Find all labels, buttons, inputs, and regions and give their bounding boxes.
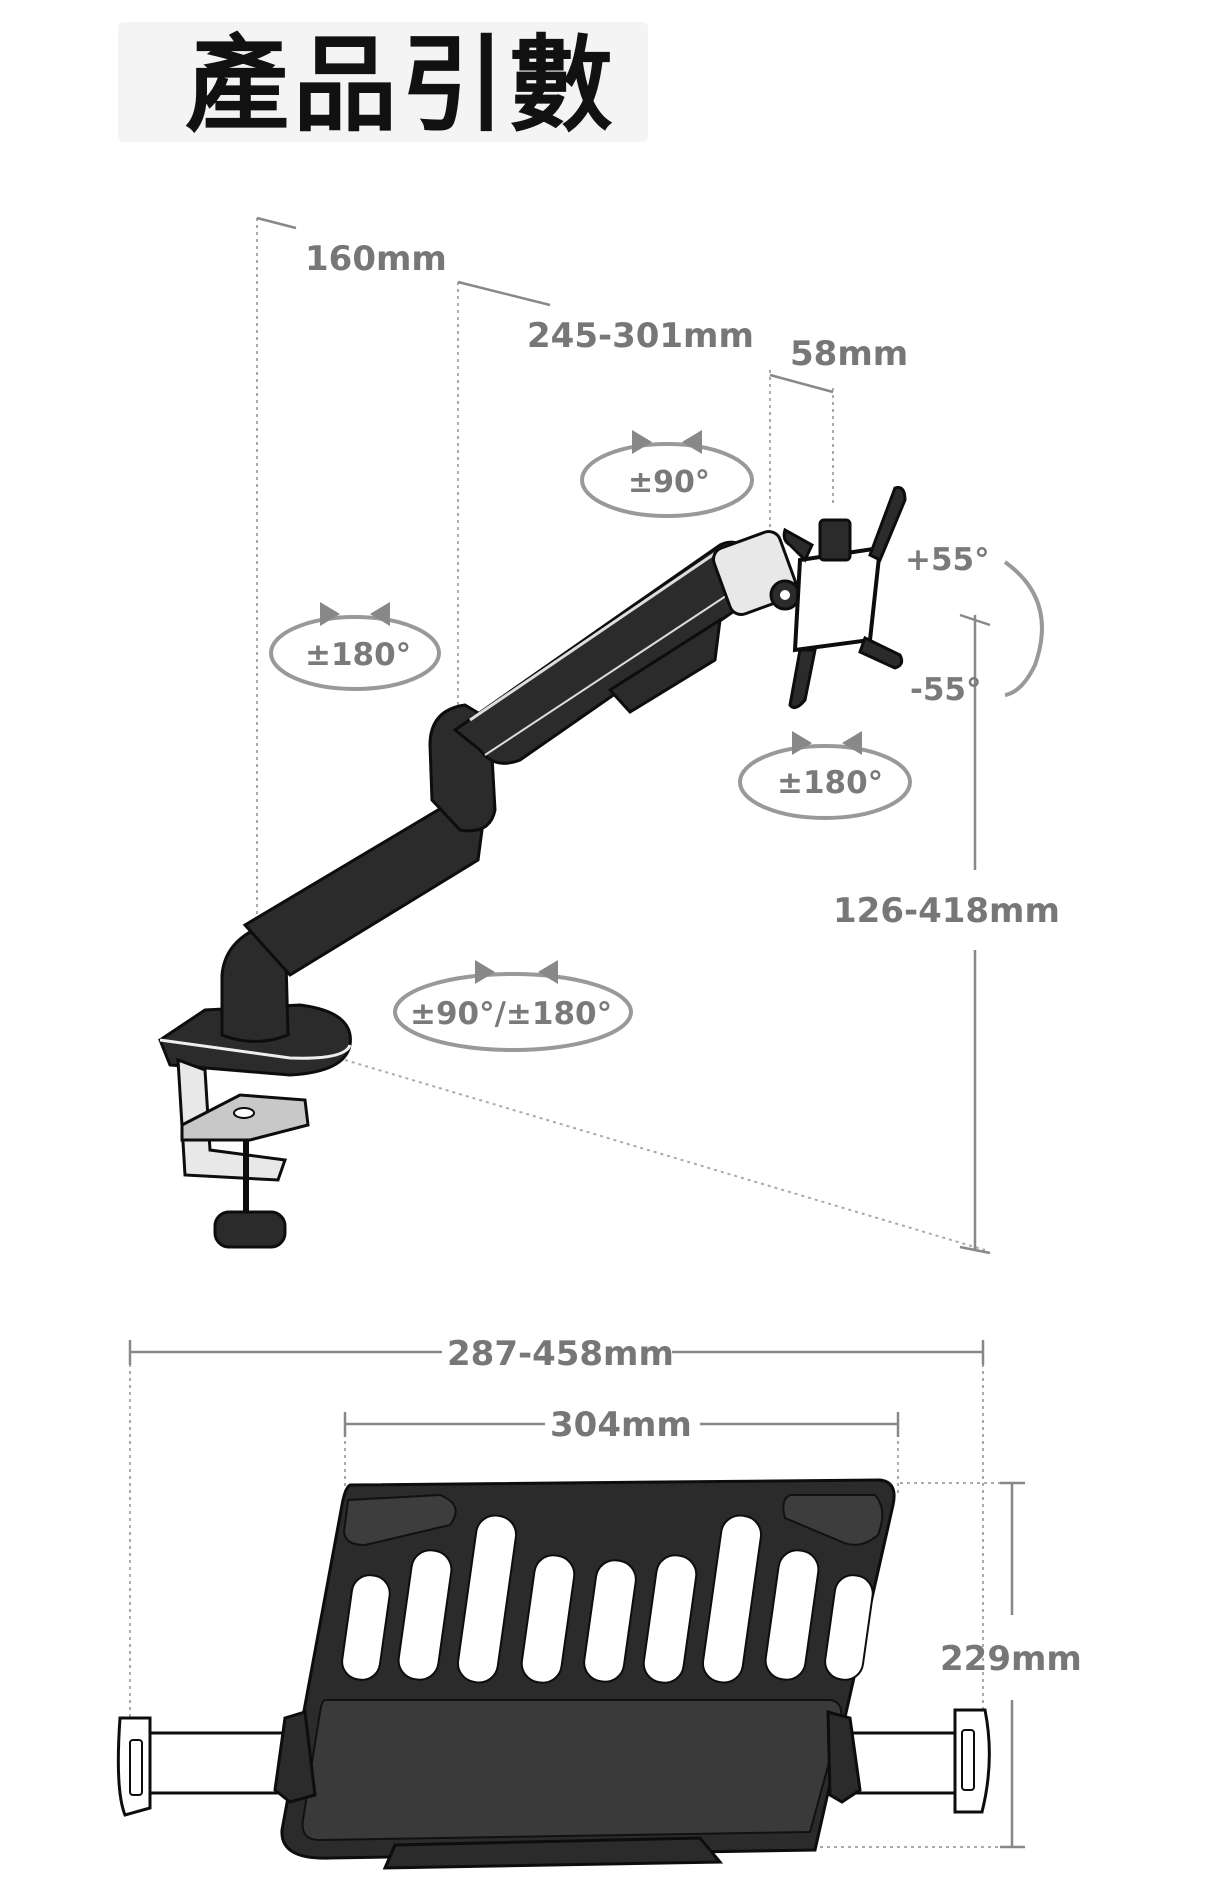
left-tray-clamp <box>273 1710 317 1804</box>
tray-width-range-label: 287-458mm <box>447 1334 674 1374</box>
rotation-indicators <box>269 442 1044 1052</box>
dim-58-label: 58mm <box>790 334 908 374</box>
dim-160-label: 160mm <box>305 239 447 279</box>
rotation-arrowheads <box>320 430 862 984</box>
reference-lines <box>256 218 986 1251</box>
tilt-down-label: -55° <box>910 672 982 708</box>
arm-illustration <box>158 486 907 1249</box>
dim-height-label: 126-418mm <box>833 891 1060 931</box>
forearm-rotation-ellipse <box>269 615 441 691</box>
tilt-up-label: +55° <box>905 542 990 578</box>
clamp-knob <box>213 1210 287 1249</box>
tray-front-lip <box>382 1836 724 1870</box>
title-background <box>118 22 648 142</box>
tray-vent-slots <box>341 1514 874 1684</box>
upper-arm-rotation-ellipse <box>580 442 754 518</box>
page-title: 產品引數 <box>185 24 618 146</box>
tray-depth-label: 229mm <box>940 1639 1082 1679</box>
desk-clamp <box>176 1057 288 1182</box>
tray-dimension-lines <box>128 1340 1025 1849</box>
head-rotation-ellipse <box>738 744 912 820</box>
head-angle-label: ±180° <box>777 765 883 801</box>
laptop-tray-group: 287-458mm 304mm 229mm <box>116 1334 1082 1870</box>
base-angle-label: ±90°/±180° <box>410 996 612 1032</box>
tray-width-label: 304mm <box>550 1405 692 1445</box>
dimension-lines <box>256 216 991 1255</box>
tray-reference-lines <box>129 1350 1015 1848</box>
lower-arm <box>242 806 484 977</box>
vesa-plate <box>792 545 883 653</box>
dim-245-label: 245-301mm <box>527 316 754 356</box>
right-tray-clamp <box>826 1710 862 1804</box>
tilt-arc <box>1003 560 1044 697</box>
base-rotation-ellipse <box>393 972 633 1052</box>
monitor-arm-group: 160mm 245-301mm 58mm 126-418mm ±90° ±180… <box>158 216 1060 1255</box>
upper-arm-angle-label: ±90° <box>628 465 710 500</box>
forearm-angle-label: ±180° <box>305 637 411 673</box>
tray-bottom-pad <box>301 1699 843 1842</box>
